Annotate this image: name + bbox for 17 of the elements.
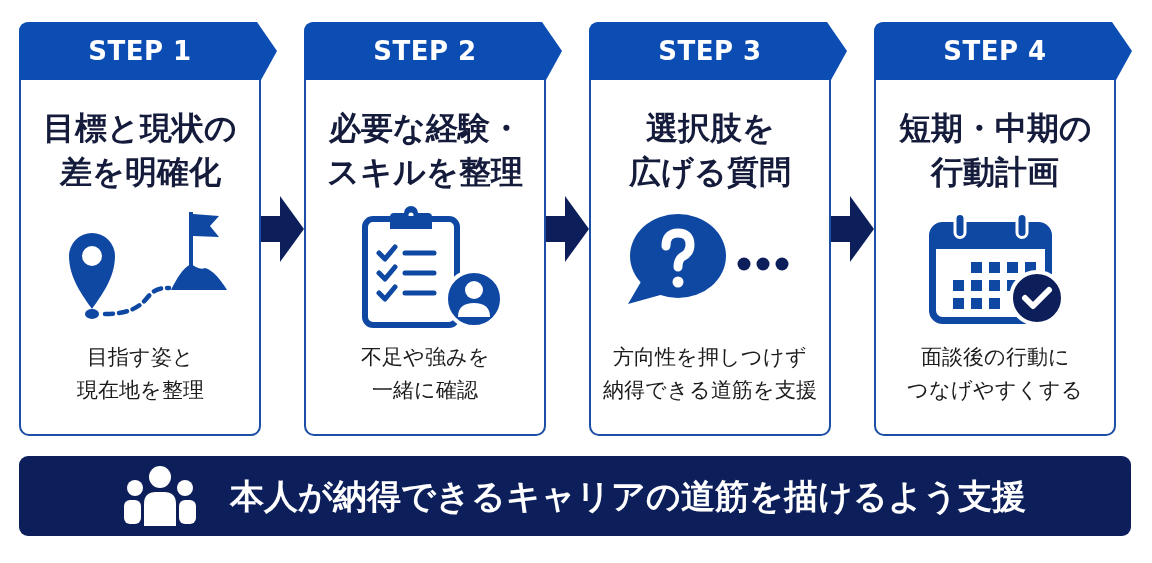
step-title: 目標と現状の差を明確化 <box>42 108 238 193</box>
arrow <box>546 196 589 262</box>
banner-text: 本人が納得できるキャリアの道筋を描けるよう支援 <box>230 475 1026 518</box>
step-title: 選択肢を広げる質問 <box>628 108 792 193</box>
step-title: 必要な経験・スキルを整理 <box>326 108 524 193</box>
step-description: 不足や強みを一緒に確認 <box>359 344 491 404</box>
step-header: STEP 2 <box>304 22 562 80</box>
step-description: 目指す姿と現在地を整理 <box>75 344 205 404</box>
step-title: 短期・中期の行動計画 <box>897 108 1093 193</box>
summary-banner <box>19 456 1131 536</box>
step-description: 方向性を押しつけず納得できる道筋を支援 <box>602 344 818 404</box>
step-description: 面談後の行動につなげやすくする <box>906 344 1084 404</box>
arrow <box>261 196 304 262</box>
arrow <box>831 196 874 262</box>
step-header: STEP 1 <box>19 22 277 80</box>
step-header: STEP 4 <box>874 22 1132 80</box>
step-header: STEP 3 <box>589 22 847 80</box>
